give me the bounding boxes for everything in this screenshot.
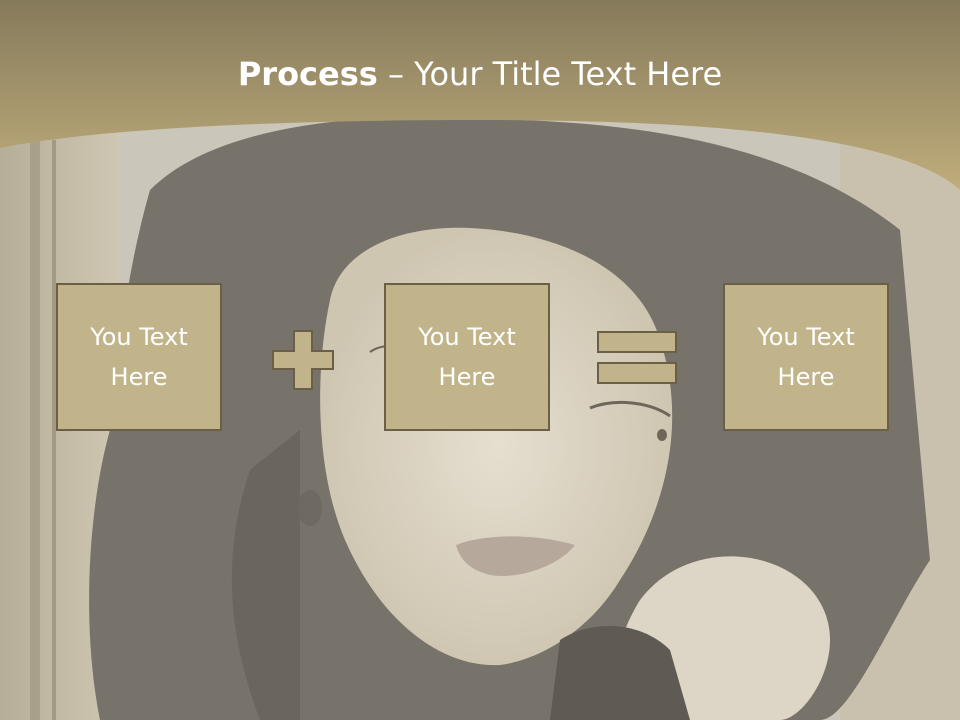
plus-icon <box>272 330 334 390</box>
process-box-1: You Text Here <box>56 283 222 431</box>
title-bold: Process <box>237 55 378 93</box>
slide-title: Process – Your Title Text Here <box>0 54 960 94</box>
title-rest: – Your Title Text Here <box>377 55 723 93</box>
process-box-2: You Text Here <box>384 283 550 431</box>
equals-icon <box>597 331 677 384</box>
process-box-2-text: You Text Here <box>418 323 516 391</box>
process-box-3: You Text Here <box>723 283 889 431</box>
process-box-1-text: You Text Here <box>90 323 188 391</box>
process-box-3-text: You Text Here <box>757 323 855 391</box>
